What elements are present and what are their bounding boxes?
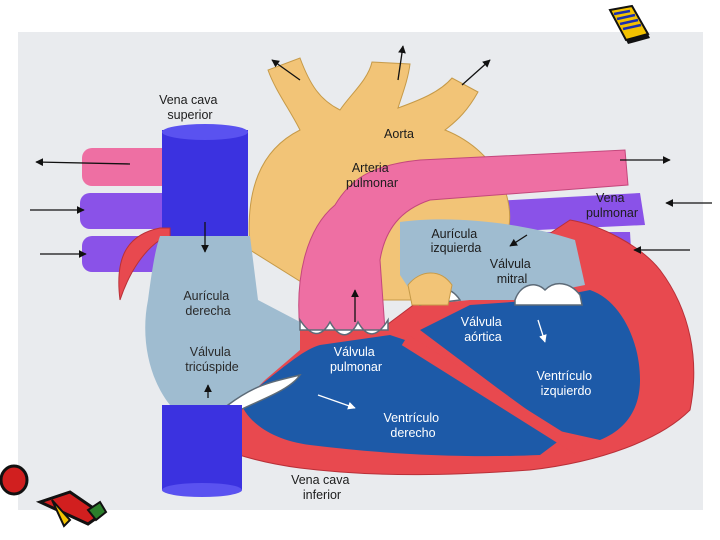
label-ventriculo-derecho: Ventrículo derecho: [383, 411, 442, 440]
label-valvula-pulmonar: Válvula pulmonar: [330, 345, 382, 374]
flow-arrows-white: [317, 319, 547, 410]
pulmonary-artery: [298, 149, 629, 331]
right-ventricle: [240, 335, 560, 457]
label-auricula-izquierda: Aurícula izquierda: [431, 227, 482, 255]
label-valvula-aortica: Válvula aórtica: [461, 315, 505, 344]
label-ventriculo-izquierdo: Ventrículo izquierdo: [536, 369, 595, 398]
pulmonary-valve: [299, 317, 389, 336]
label-valvula-mitral: Válvula mitral: [490, 257, 534, 286]
septum: [401, 334, 584, 456]
left-ventricle: [420, 290, 640, 440]
label-vena-cava-superior: Vena cava superior: [159, 93, 221, 122]
clipart-icon: [0, 464, 108, 528]
label-vena-cava-inferior: Vena cava inferior: [291, 473, 353, 502]
tricuspid-valve: [226, 373, 302, 411]
flow-arrows-black: [30, 45, 712, 398]
right-atrium: [145, 236, 300, 405]
book-icon: [608, 4, 650, 44]
label-aorta: Aorta: [384, 127, 414, 141]
aortic-root: [407, 272, 453, 306]
label-vena-pulmonar: Vena pulmonar: [586, 191, 638, 220]
mitral-valve: [514, 283, 583, 306]
label-arteria-pulmonar: Arteria pulmonar: [346, 161, 398, 190]
label-valvula-tricuspide: Válvula tricúspide: [185, 345, 239, 374]
vena-cava-inferior: [162, 405, 242, 490]
label-auricula-derecha: Aurícula derecha: [183, 289, 232, 318]
